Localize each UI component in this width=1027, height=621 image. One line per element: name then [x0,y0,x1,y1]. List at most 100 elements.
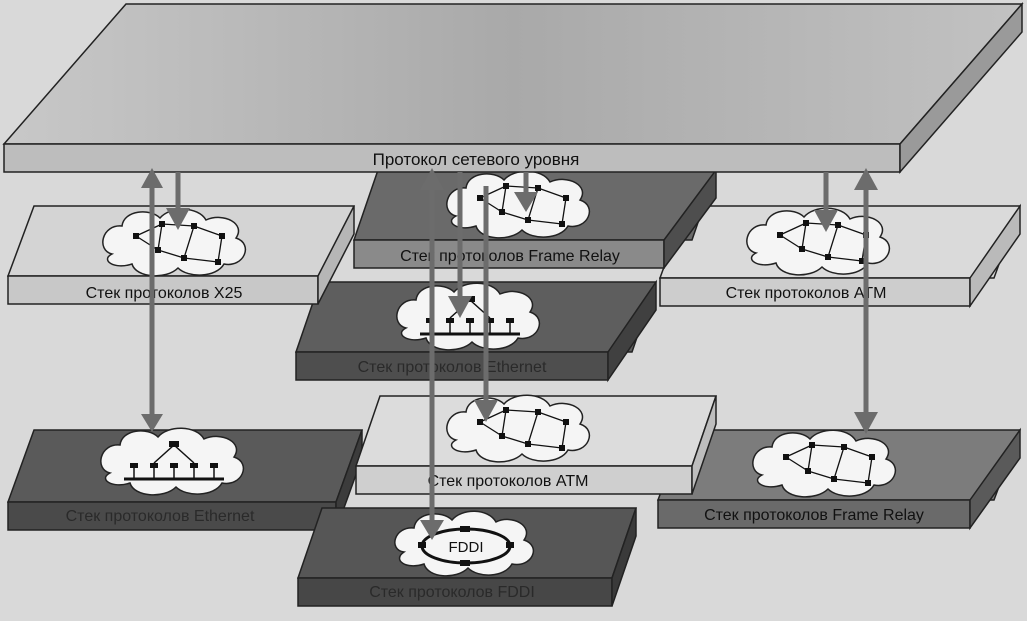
arrow-x25-up [141,168,163,432]
arrow-x25-down [166,172,190,230]
plate-label: Стек протоколов Ethernet [358,359,547,376]
station-node [210,463,218,468]
ring-node [460,560,470,566]
network-link [811,444,845,448]
network-link [801,222,807,250]
network-link [833,446,845,480]
plate-side-face [607,279,657,383]
network-node [159,221,165,227]
network-link [157,249,185,259]
network-node [219,233,225,239]
station-node [466,318,474,323]
network-node [859,258,865,264]
arrow-center-fddi [420,168,444,540]
network-link [537,411,567,423]
network-layer-label: Протокол сетевого уровня [373,150,580,169]
plate-label: Стек протоколов ATM [428,473,589,490]
network-node [525,441,531,447]
network-node [499,433,505,439]
network-node [825,254,831,260]
network-node [869,454,875,460]
plate-side-face [691,395,717,495]
network-link [527,411,539,445]
network-link [561,197,567,225]
network-node [865,480,871,486]
plate-label: Стек протоколов Frame Relay [704,507,924,524]
arrow-center-ethernet [448,172,472,318]
network-link [505,185,539,189]
plate-side-face [317,205,355,305]
plate-network-layer: Протокол сетевого уровня [2,1,1024,175]
plate-ethernet-left: Стек протоколов Ethernet [6,427,364,531]
arrow-atm-center [474,186,498,422]
network-link [183,225,195,259]
ring-node [418,542,426,548]
arrow-atm-right-down [814,172,838,232]
network-link [527,443,563,449]
network-node [559,221,565,227]
plate-fddi: FDDI Стек протоколов FDDI [296,507,638,607]
cloud-shape [746,207,891,276]
network-link [217,235,223,263]
plate-label: Стек протоколов Frame Relay [400,248,620,265]
network-node [841,444,847,450]
station-node [170,463,178,468]
network-link [837,224,867,236]
network-link [505,409,539,413]
network-link [501,211,529,221]
network-node [477,419,483,425]
network-node [831,476,837,482]
network-link [779,234,803,250]
network-node [503,183,509,189]
plate-frame-relay-top: Стек протоколов Frame Relay [352,167,718,271]
network-node [477,195,483,201]
network-link [501,435,529,445]
network-node [535,185,541,191]
plate-atm-right: Стек протоколов ATM [658,203,1022,309]
network-node [215,259,221,265]
plate-side-face [899,1,1023,175]
network-node [803,220,809,226]
plate-label: Стек протоколов FDDI [369,584,535,601]
network-link [827,256,863,262]
plate-ethernet-mid: Стек протоколов Ethernet [294,279,658,383]
network-link [807,444,813,472]
network-link [867,456,873,484]
arrow-frame-relay-right [854,168,878,434]
plate-side-face [611,507,637,607]
arrows [141,168,878,540]
network-link [193,225,223,237]
plate-side-face [969,427,1021,531]
network-node [835,222,841,228]
ring-node [506,542,514,548]
cloud-shape [102,208,247,277]
network-link [807,470,835,480]
network-link [827,224,839,258]
network-link [157,223,163,251]
ring-node [460,526,470,532]
network-link [537,187,567,199]
station-node [486,318,494,323]
network-link [843,446,873,458]
ring-label: FDDI [449,539,484,556]
hub-node [169,441,179,447]
network-cloud [746,207,891,276]
network-cloud [102,208,247,277]
hub-link [153,444,175,464]
network-cloud [446,170,591,239]
network-link [779,222,807,236]
network-node [809,442,815,448]
plate-top-face [2,3,1024,145]
plate-side-face [663,167,717,271]
plate-label: Стек протоколов X25 [86,285,243,302]
network-link [527,219,563,225]
station-node [446,318,454,323]
network-node [799,246,805,252]
network-cloud [752,429,897,498]
network-node [155,247,161,253]
network-node [133,233,139,239]
network-node [499,209,505,215]
plate-frame-relay-right: Стек протоколов Frame Relay [656,427,1022,531]
network-node [563,419,569,425]
